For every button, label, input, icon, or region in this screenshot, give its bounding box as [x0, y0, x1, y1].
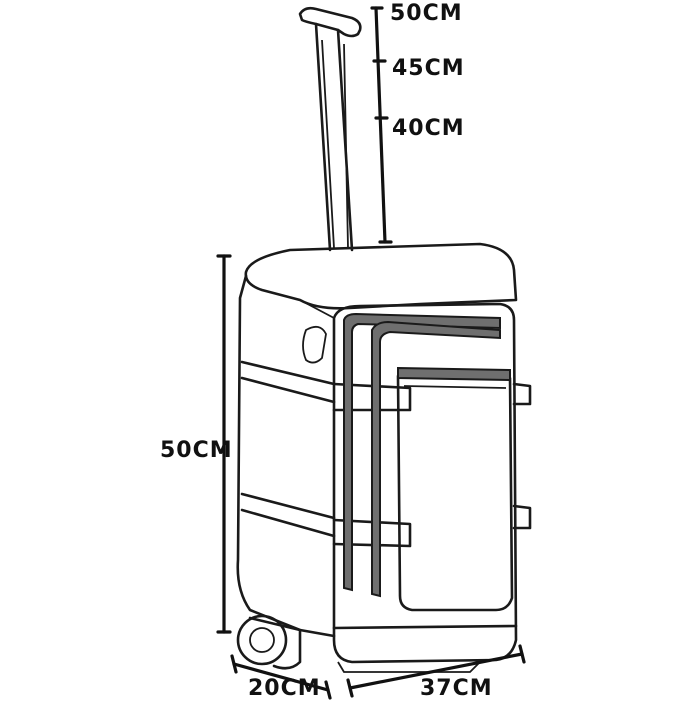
- depth-dimension-line: [230, 654, 332, 700]
- height-label: 50CM: [160, 438, 233, 463]
- handle-height-label-45: 45CM: [392, 56, 465, 81]
- handle-height-label-50: 50CM: [390, 1, 463, 26]
- handle-height-label-40: 40CM: [392, 116, 465, 141]
- handle-dimension-line: [370, 6, 393, 244]
- width-dimension-line: [346, 644, 526, 698]
- depth-label: 20CM: [248, 676, 321, 701]
- width-label: 37CM: [420, 676, 493, 701]
- height-dimension-line: [216, 254, 232, 634]
- bag-body: [236, 242, 532, 673]
- telescopic-handle: [298, 6, 362, 252]
